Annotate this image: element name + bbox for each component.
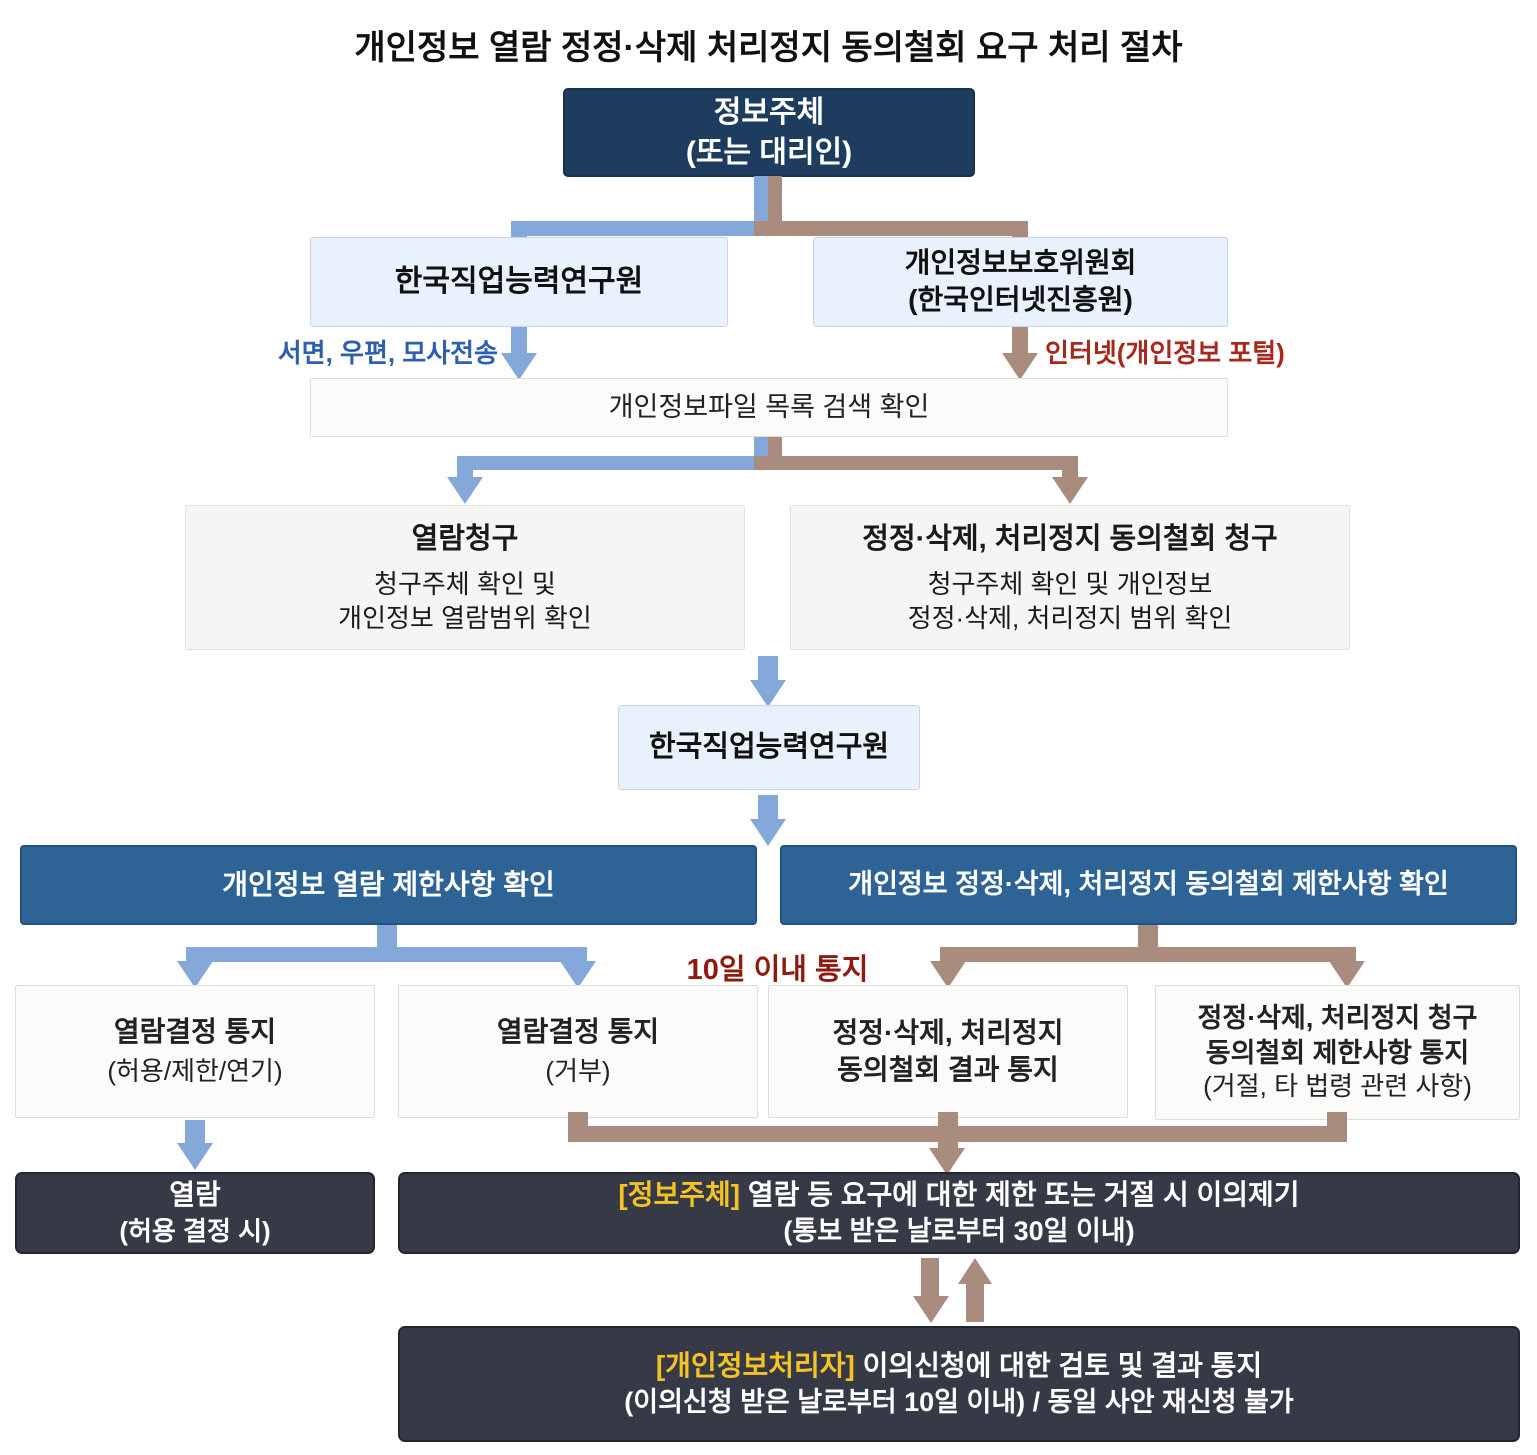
connector-subject-right-drop: [1012, 221, 1028, 238]
connector-correctionlimit-arm: [940, 947, 1356, 962]
exchange-up-neck: [966, 1282, 984, 1322]
node-correction-request-title: 정정·삭제, 처리정지 동의철회 청구: [862, 522, 1278, 555]
arrow-to-bars-head: [750, 819, 786, 846]
node-objection-line1: [정보주체] 열람 등 요구에 대한 제한 또는 거절 시 이의제기: [618, 1177, 1299, 1214]
connector-search-left-head: [447, 477, 483, 504]
arrow-to-krivet-head: [750, 680, 786, 707]
channel-left-label: 서면, 우편, 모사전송: [277, 338, 498, 368]
arrow-channel-left-head: [501, 353, 537, 380]
connector-viewlimit-arm: [186, 947, 587, 962]
node-result-limit: 정정·삭제, 처리정지 청구 동의철회 제한사항 통지 (거절, 타 법령 관련…: [1155, 985, 1520, 1120]
node-view-limit-bar: 개인정보 열람 제한사항 확인: [20, 845, 757, 925]
arrow-channel-right-neck: [1012, 327, 1028, 355]
node-objection: [정보주체] 열람 등 요구에 대한 제한 또는 거절 시 이의제기 (통보 받…: [398, 1172, 1520, 1254]
node-view-final: 열람 (허용 결정 시): [15, 1172, 375, 1254]
arrow-to-view-neck: [185, 1120, 205, 1144]
node-correction-request: 정정·삭제, 처리정지 동의철회 청구 청구주체 확인 및 개인정보 정정·삭제…: [790, 505, 1350, 650]
node-result-correction-line1: 정정·삭제, 처리정지: [832, 1016, 1064, 1048]
node-result-deny-sub: (거부): [545, 1056, 611, 1087]
node-view-final-title: 열람: [169, 1179, 221, 1211]
connector-subject-stub: [754, 176, 782, 223]
node-review-tag: [개인정보처리자]: [655, 1349, 855, 1381]
node-result-limit-sub: (거절, 타 법령 관련 사항): [1203, 1071, 1472, 1102]
node-data-subject-line2: (또는 대리인): [685, 135, 853, 169]
collector-down-neck: [938, 1140, 958, 1150]
notice-10days-label: 10일 이내 통지: [686, 954, 869, 986]
exchange-up-head: [958, 1258, 992, 1284]
page-title: 개인정보 열람 정정·삭제 처리정지 동의철회 요구 처리 절차: [354, 29, 1183, 67]
connector-subject-left-drop: [511, 221, 527, 238]
exchange-down-head: [913, 1296, 949, 1323]
connector-search-right-neck: [1062, 456, 1078, 479]
collector-bar: [568, 1126, 1347, 1142]
connector-correctionlimit-stub: [1138, 925, 1158, 949]
node-correction-request-line1: 청구주체 확인 및 개인정보: [927, 568, 1213, 599]
node-view-request-line2: 개인정보 열람범위 확인: [338, 603, 592, 634]
connector-search-right-arm: [754, 456, 1078, 470]
node-result-deny: 열람결정 통지 (거부): [398, 985, 758, 1118]
node-krivet-processor: 한국직업능력연구원: [618, 705, 920, 790]
node-krivet-receiver-label: 한국직업능력연구원: [394, 265, 644, 299]
node-view-request: 열람청구 청구주체 확인 및 개인정보 열람범위 확인: [185, 505, 745, 650]
collector-right-tab: [1327, 1112, 1347, 1128]
arrow-to-view-head: [177, 1143, 213, 1170]
node-view-request-title: 열람청구: [411, 522, 519, 555]
node-result-limit-line2: 동의철회 제한사항 통지: [1205, 1037, 1470, 1068]
collector-down-head: [929, 1148, 965, 1175]
node-objection-text: 열람 등 요구에 대한 제한 또는 거절 시 이의제기: [740, 1178, 1300, 1210]
connector-viewlimit-stub: [377, 925, 397, 949]
connector-correctionlimit-left-head: [930, 961, 966, 988]
node-data-subject: 정보주체 (또는 대리인): [563, 88, 975, 177]
arrow-channel-right-head: [1002, 353, 1038, 380]
connector-subject-left-arm: [511, 221, 782, 236]
node-result-deny-title: 열람결정 통지: [496, 1016, 660, 1048]
node-review-line1: [개인정보처리자] 이의신청에 대한 검토 및 결과 통지: [656, 1348, 1262, 1385]
node-pipc-receiver: 개인정보보호위원회 (한국인터넷진흥원): [813, 237, 1228, 327]
node-file-search-label: 개인정보파일 목록 검색 확인: [608, 391, 930, 422]
node-krivet-receiver: 한국직업능력연구원: [310, 237, 728, 327]
collector-center-tab: [938, 1112, 958, 1128]
node-review-text: 이의신청에 대한 검토 및 결과 통지: [854, 1349, 1263, 1381]
node-correction-limit-bar: 개인정보 정정·삭제, 처리정지 동의철회 제한사항 확인: [780, 845, 1517, 925]
node-correction-limit-label: 개인정보 정정·삭제, 처리정지 동의철회 제한사항 확인: [848, 869, 1449, 900]
arrow-channel-left-neck: [511, 327, 527, 355]
collector-left-tab: [568, 1112, 588, 1128]
node-result-allow-title: 열람결정 통지: [113, 1016, 277, 1048]
node-data-subject-line1: 정보주체: [713, 95, 825, 129]
arrow-to-bars-neck: [758, 795, 778, 821]
node-view-request-line1: 청구주체 확인 및: [374, 568, 556, 599]
connector-correctionlimit-right-head: [1329, 961, 1365, 988]
node-result-allow-sub: (허용/제한/연기): [107, 1056, 283, 1087]
connector-viewlimit-right-head: [560, 961, 596, 988]
node-krivet-processor-label: 한국직업능력연구원: [648, 731, 890, 764]
connector-viewlimit-left-head: [177, 961, 213, 988]
node-review: [개인정보처리자] 이의신청에 대한 검토 및 결과 통지 (이의신청 받은 날…: [398, 1326, 1520, 1442]
node-objection-tag: [정보주체]: [618, 1178, 741, 1210]
node-result-limit-line1: 정정·삭제, 처리정지 청구: [1197, 1003, 1478, 1034]
node-view-limit-label: 개인정보 열람 제한사항 확인: [222, 868, 555, 900]
node-result-allow: 열람결정 통지 (허용/제한/연기): [15, 985, 375, 1118]
connector-subject-right-arm: [754, 221, 1028, 236]
channel-right-label: 인터넷(개인정보 포털): [1045, 338, 1285, 368]
exchange-down-neck: [921, 1258, 939, 1298]
node-pipc-line2: (한국인터넷진흥원): [908, 284, 1133, 315]
node-file-search: 개인정보파일 목록 검색 확인: [310, 378, 1228, 437]
arrow-to-krivet-neck: [758, 656, 778, 682]
node-review-sub: (이의신청 받은 날로부터 10일 이내) / 동일 사안 재신청 불가: [624, 1386, 1294, 1417]
node-view-final-sub: (허용 결정 시): [119, 1216, 271, 1247]
node-result-correction: 정정·삭제, 처리정지 동의철회 결과 통지: [768, 985, 1128, 1118]
node-pipc-line1: 개인정보보호위원회: [904, 247, 1137, 279]
node-result-correction-line2: 동의철회 결과 통지: [837, 1053, 1059, 1085]
connector-search-left-neck: [457, 456, 473, 479]
connector-search-left-arm: [457, 456, 782, 470]
connector-search-right-head: [1052, 477, 1088, 504]
node-objection-sub: (통보 받은 날로부터 30일 이내): [783, 1215, 1135, 1246]
node-correction-request-line2: 정정·삭제, 처리정지 범위 확인: [907, 603, 1233, 634]
